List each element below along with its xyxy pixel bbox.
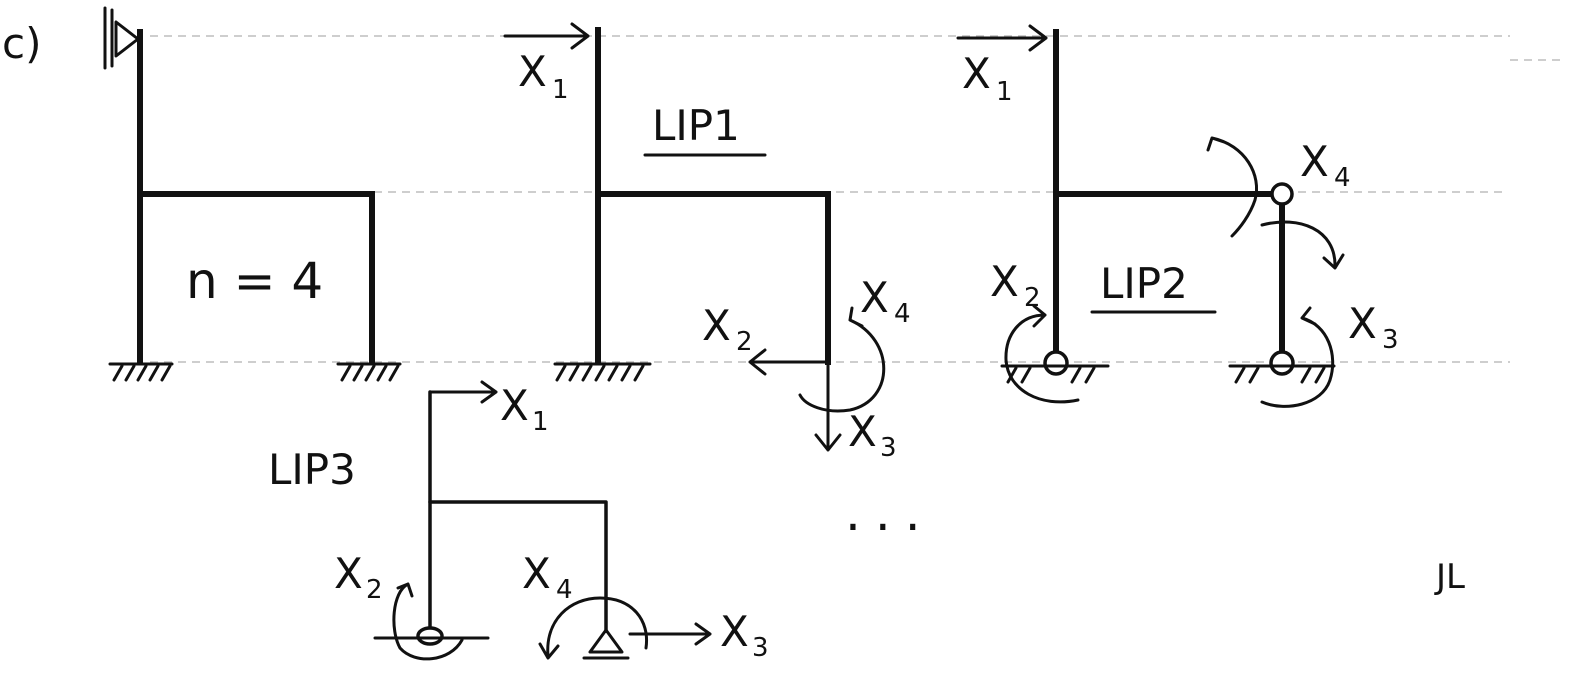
x3-label: X: [848, 407, 877, 456]
fixed-support-right: [336, 362, 402, 382]
pin-support-lip3: [582, 628, 630, 660]
x3-sub-lip2: 3: [1382, 325, 1399, 355]
x2-sub-lip3: 2: [366, 575, 383, 605]
fixed-support-lip1: [553, 362, 652, 382]
moment-arrow-x4-left: [1206, 136, 1258, 238]
x4-sub-lip3: 4: [556, 575, 573, 605]
force-arrow-x1: [503, 22, 590, 50]
force-arrow-x3-lip3: [628, 622, 712, 646]
roller-support-top: [103, 6, 140, 70]
x4-sub-lip2: 4: [1334, 163, 1351, 193]
frame-lip1: X 1 LIP1 X 2 X 3 X 4: [503, 22, 911, 463]
moment-arrow-x4-lip3: [538, 596, 649, 660]
frame-lip3: X 1 LIP3 X 2 X 4 X 3: [268, 380, 769, 663]
lip1-label: LIP1: [652, 101, 740, 150]
moment-arrow-x2-lip3: [392, 582, 464, 661]
moment-arrow-x3-lip2: [1260, 306, 1335, 408]
degree-label: n = 4: [186, 252, 323, 310]
frame-original: n = 4: [103, 6, 402, 382]
hinge-lip3-left: [416, 626, 444, 646]
x3-label-lip3: X: [720, 607, 749, 656]
part-label: c): [2, 19, 41, 68]
force-arrow-x1-lip3: [428, 380, 498, 404]
moment-arrow-x2-lip2: [1004, 304, 1080, 404]
x4-sub: 4: [894, 299, 911, 329]
ground-lip2-left: [1000, 364, 1110, 384]
x4-label: X: [860, 273, 889, 322]
x3-label-lip2: X: [1348, 299, 1377, 348]
x1-sub-lip3: 1: [532, 407, 549, 437]
ellipsis: ...: [845, 484, 935, 542]
moment-arrow-x4: [798, 306, 886, 413]
x1-label: X: [518, 47, 547, 96]
moment-arrow-x4-right: [1260, 220, 1345, 270]
x4-label-lip2: X: [1300, 137, 1329, 186]
force-arrow-x2: [748, 348, 830, 376]
x2-sub: 2: [736, 327, 753, 357]
signature: JL: [1434, 557, 1465, 597]
hinge-top: [1270, 182, 1294, 206]
hinge-support-right: [1269, 350, 1295, 376]
force-arrow-x1-lip2: [956, 24, 1048, 52]
x1-label-lip3: X: [500, 381, 529, 430]
x1-label-lip2: X: [962, 49, 991, 98]
x2-label-lip2: X: [990, 257, 1019, 306]
x2-label: X: [702, 301, 731, 350]
x3-sub: 3: [880, 433, 897, 463]
fixed-support-left: [108, 362, 174, 382]
x2-sub-lip2: 2: [1024, 283, 1041, 313]
hinge-support-left: [1043, 350, 1069, 376]
force-arrow-x3: [814, 360, 842, 452]
lip3-label: LIP3: [268, 445, 356, 494]
lip2-label: LIP2: [1100, 259, 1188, 308]
x2-label-lip3: X: [334, 549, 363, 598]
x1-sub: 1: [552, 75, 569, 105]
x4-label-lip3: X: [522, 549, 551, 598]
ground-lip2-right: [1228, 364, 1336, 384]
x3-sub-lip3: 3: [752, 633, 769, 663]
frame-lip2: X 1 LIP2 X 2 X 3 X 4: [956, 24, 1399, 408]
x1-sub-lip2: 1: [996, 77, 1013, 107]
